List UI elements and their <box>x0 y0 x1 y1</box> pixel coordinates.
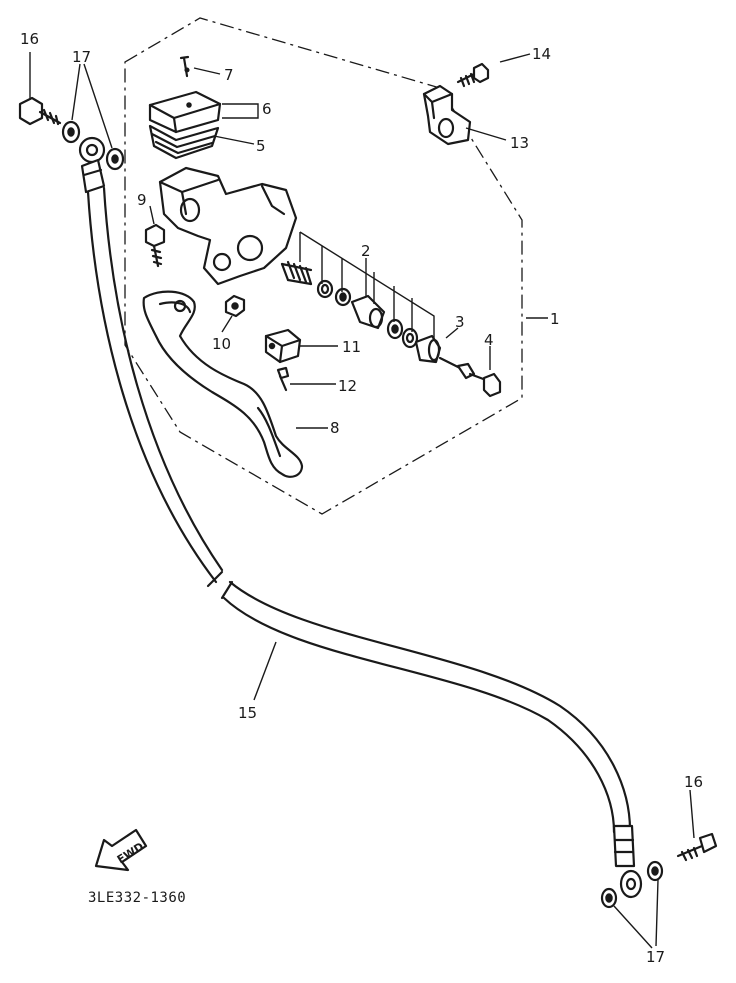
piston-kit-washer-1 <box>334 287 352 307</box>
piston-kit-seal-1 <box>316 279 334 299</box>
callout-5: 5 <box>256 137 266 155</box>
part-15-brake-hose <box>86 186 632 834</box>
part-3-push-rod <box>438 356 488 382</box>
piston-kit-washer-2 <box>386 318 404 340</box>
diagram-code: 3LE332-1360 <box>88 890 186 906</box>
piston-kit-bracket <box>299 231 435 340</box>
callout-17-top: 17 <box>72 48 91 66</box>
assembly-boundary <box>124 17 523 515</box>
part-14-holder-bolt <box>456 62 490 88</box>
part-7-screw <box>179 55 190 78</box>
callout-2: 2 <box>361 242 371 260</box>
callout-7: 7 <box>224 66 234 84</box>
callout-15: 15 <box>238 704 257 722</box>
callout-1: 1 <box>550 310 560 328</box>
callout-16-top: 16 <box>20 30 39 48</box>
piston-kit-washer-3 <box>401 327 419 349</box>
callout-16-bottom: 16 <box>684 773 703 791</box>
callout-8: 8 <box>330 419 340 437</box>
part-5-diaphragm <box>148 124 220 160</box>
callout-4: 4 <box>484 331 494 349</box>
callout-leaders <box>29 52 695 949</box>
part-8-brake-lever <box>142 290 304 478</box>
callout-11: 11 <box>342 338 361 356</box>
callout-17-bottom: 17 <box>646 948 665 966</box>
part-6-reservoir-cap <box>148 90 222 134</box>
callout-3: 3 <box>455 313 465 331</box>
callout-14: 14 <box>532 45 551 63</box>
part-11-brake-switch <box>264 328 302 364</box>
callout-10: 10 <box>212 335 231 353</box>
callout-13: 13 <box>510 134 529 152</box>
part-9-pivot-bolt <box>144 223 166 268</box>
hose-banjo-bottom <box>612 824 643 899</box>
callout-12: 12 <box>338 377 357 395</box>
piston-kit-boot <box>414 334 442 364</box>
hose-banjo-top <box>78 136 106 194</box>
part-4-locknut <box>482 372 502 398</box>
part-13-holder <box>422 84 472 146</box>
callout-9: 9 <box>137 191 147 209</box>
master-cylinder-body <box>158 166 298 286</box>
forward-direction-arrow: FWD <box>94 828 148 872</box>
piston-kit-spring <box>280 260 313 286</box>
part-12-switch-screw <box>276 366 290 392</box>
part-16-bolt-top <box>18 96 62 126</box>
part-16-bolt-bottom <box>676 832 718 862</box>
part-10-nut <box>224 294 246 318</box>
piston-kit-piston <box>350 294 386 330</box>
callout-6: 6 <box>262 100 272 118</box>
